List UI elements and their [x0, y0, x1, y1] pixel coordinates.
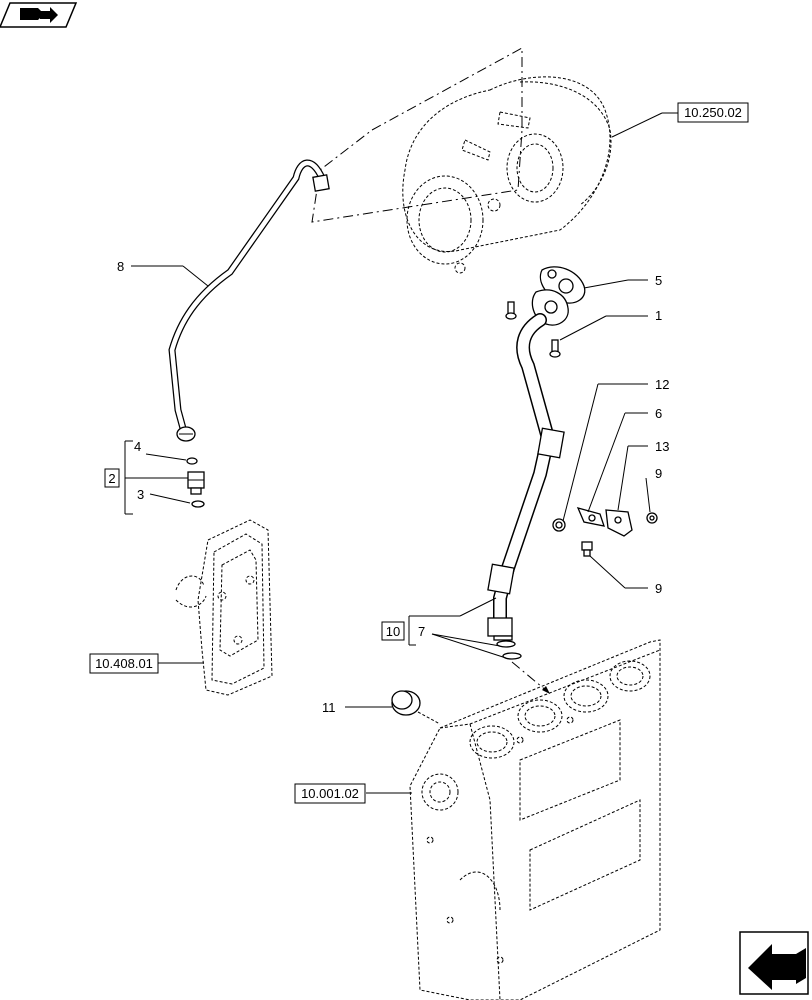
callout-10: 10 — [386, 624, 400, 639]
callout-5: 5 — [655, 273, 662, 288]
seal-washer-lower — [191, 500, 205, 508]
seal-washer-upper — [186, 457, 198, 465]
callout-8: 8 — [117, 259, 124, 274]
callout-11: 11 — [322, 700, 336, 715]
screw-lower — [581, 541, 593, 557]
callout-3: 3 — [137, 487, 144, 502]
nut — [552, 518, 566, 532]
callout-13: 13 — [655, 439, 669, 454]
callout-4: 4 — [134, 439, 141, 454]
block-reference[interactable]: 10.001.02 — [301, 786, 359, 801]
oil-supply-pipe — [168, 159, 330, 442]
callout-1: 1 — [655, 308, 662, 323]
adapter-fitting — [187, 471, 205, 495]
callout-9-lower: 9 — [655, 581, 662, 596]
engine-block — [409, 639, 661, 1000]
plug — [391, 690, 421, 716]
callout-12: 12 — [655, 377, 669, 392]
o-rings — [496, 640, 522, 660]
bolt-left — [505, 301, 517, 320]
oil-return-pipe — [487, 289, 569, 641]
spacer-clip — [605, 509, 633, 537]
callout-9-upper: 9 — [655, 466, 662, 481]
callout-2: 2 — [108, 471, 115, 486]
timing-cover — [175, 519, 273, 696]
next-page-arrow-icon[interactable] — [739, 931, 809, 995]
cover-reference[interactable]: 10.408.01 — [95, 656, 153, 671]
callout-6: 6 — [655, 406, 662, 421]
screw-upper — [646, 512, 658, 524]
book-arrow-icon[interactable] — [0, 2, 78, 28]
clamp-bracket — [576, 507, 605, 527]
callout-7: 7 — [418, 624, 425, 639]
bolt-right — [549, 339, 561, 358]
turbo-reference[interactable]: 10.250.02 — [684, 105, 742, 120]
turbocharger — [311, 47, 612, 274]
